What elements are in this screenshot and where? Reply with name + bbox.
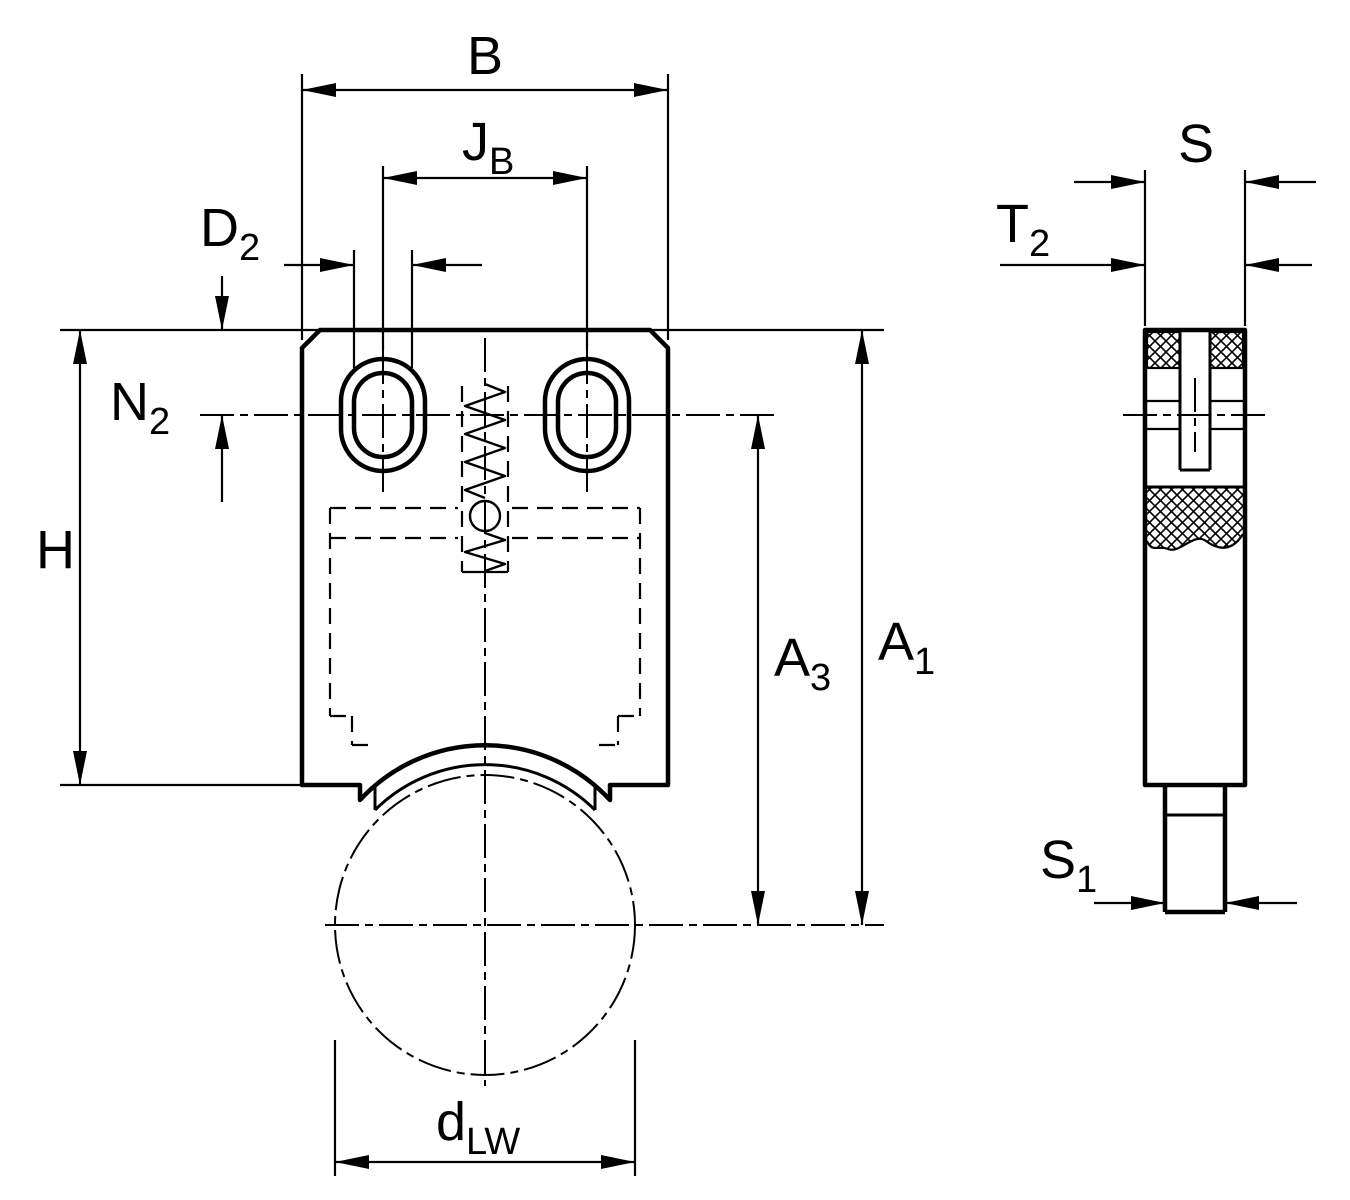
dimension-JB: JB [381, 112, 589, 350]
top-seal-hatch-left [1147, 332, 1180, 368]
jb-arrow-right [553, 171, 587, 185]
dim-label-n2: N2 [110, 372, 170, 443]
dimension-T2: T2 [996, 194, 1312, 272]
s-extension-lines [1143, 170, 1247, 326]
front-view [200, 327, 884, 1086]
t2-arrow-right [1245, 258, 1279, 272]
detent-ball [468, 499, 502, 533]
side-body-outline [1142, 327, 1248, 788]
spring-lower-coils [463, 531, 507, 573]
cross-hole-edges [1147, 399, 1243, 431]
h-arrow-bottom [73, 751, 87, 785]
dim-label-t2: T2 [996, 194, 1050, 265]
d2-arrow-left [320, 258, 354, 272]
top-seal-hatch-right [1210, 332, 1243, 368]
dim-label-b: B [467, 26, 503, 86]
left-hole-outer-slot [338, 356, 428, 474]
dimension-D2: D2 [200, 198, 482, 368]
dim-label-jb: JB [462, 112, 514, 183]
dim-label-s1: S1 [1040, 830, 1097, 901]
n2-arrow-bottom [215, 415, 229, 449]
saddle-bore-arc [373, 763, 597, 812]
left-hole-inner-slot [351, 370, 415, 460]
d2-arrow-right [412, 258, 446, 272]
dim-label-s: S [1178, 114, 1214, 174]
cavity-side-edges [328, 508, 642, 716]
dimension-B: B [300, 26, 670, 340]
s1-arrow-left [1131, 896, 1165, 910]
dimension-A3: A3 [751, 415, 831, 925]
a1-arrow-bottom [855, 891, 869, 925]
d2-extension-lines [352, 250, 414, 368]
hidden-cavity [328, 506, 642, 747]
n2-arrow-top [215, 296, 229, 330]
a3-arrow-bottom [751, 891, 765, 925]
b-arrow-left [302, 83, 336, 97]
dim-label-a3: A3 [774, 628, 831, 699]
right-hole-inner-slot [555, 370, 619, 460]
dimension-H: H [36, 328, 884, 787]
jb-arrow-left [383, 171, 417, 185]
middle-seal-break-line [1145, 533, 1244, 551]
dlw-arrow-left [335, 1155, 369, 1169]
dlw-extension-lines [333, 1040, 637, 1176]
jb-extension-lines [381, 166, 589, 350]
b-arrow-right [634, 83, 668, 97]
dim-label-dlw: dLW [436, 1092, 520, 1163]
t2-arrow-left [1111, 258, 1145, 272]
s-arrow-left [1111, 175, 1145, 189]
s1-arrow-right [1225, 896, 1259, 910]
b-extension-lines [300, 74, 670, 340]
cavity-bottom-step-2 [350, 716, 620, 745]
right-hole-outer-slot [542, 356, 632, 474]
middle-seal-hatch [1147, 487, 1243, 550]
side-view [1123, 327, 1267, 915]
dim-label-d2: D2 [200, 198, 260, 269]
dimension-dLW: dLW [333, 1040, 637, 1176]
shaft-stub-outline [1162, 785, 1228, 915]
dlw-arrow-right [601, 1155, 635, 1169]
dim-label-a1: A1 [878, 612, 935, 683]
shaft-circle [334, 774, 636, 1076]
dim-label-h: H [36, 520, 75, 580]
housing-block-outline [299, 327, 671, 803]
h-arrow-top [73, 330, 87, 364]
a3-arrow-top [751, 415, 765, 449]
dimension-A1: A1 [855, 330, 935, 925]
dimension-S: S [1074, 114, 1316, 326]
spring-upper-coils [463, 382, 507, 500]
a1-arrow-top [855, 330, 869, 364]
s-arrow-right [1245, 175, 1279, 189]
spring-pocket-hidden-walls [460, 386, 510, 572]
dimension-N2: N2 [110, 276, 229, 502]
dimension-S1: S1 [1040, 830, 1297, 910]
spring-ball-detent [460, 382, 510, 574]
